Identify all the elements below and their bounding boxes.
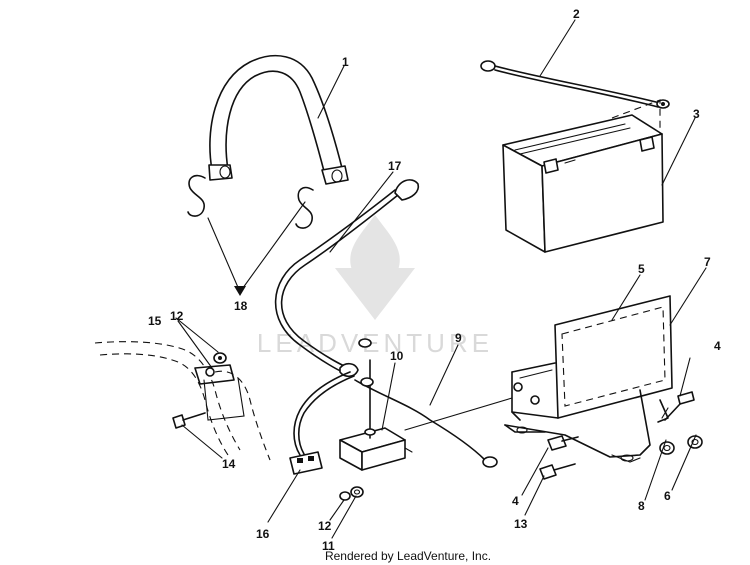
part-bolt-upper — [661, 391, 695, 421]
callout-12-lower: 12 — [318, 519, 332, 533]
part-battery — [502, 99, 664, 253]
leader-arrowheads — [234, 286, 246, 296]
leader-lines — [175, 19, 707, 539]
callout-5: 5 — [638, 262, 645, 276]
part-washer-12-lower — [339, 491, 351, 501]
part-nut-11 — [350, 486, 364, 498]
part-s-hooks — [187, 174, 314, 229]
part-bolt-lower — [547, 435, 579, 451]
part-harness — [289, 371, 498, 475]
callout-7: 7 — [704, 255, 711, 269]
part-screw — [539, 463, 576, 480]
callout-8: 8 — [638, 499, 645, 513]
watermark-v-icon — [335, 268, 415, 320]
callout-4-upper: 4 — [714, 339, 721, 353]
callout-6: 6 — [664, 489, 671, 503]
callout-9: 9 — [455, 331, 462, 345]
footer-caption: Rendered by LeadVenture, Inc. — [325, 549, 491, 563]
callout-2: 2 — [573, 7, 580, 21]
callout-3: 3 — [693, 107, 700, 121]
callout-10: 10 — [390, 349, 404, 363]
callout-12-upper: 12 — [170, 309, 184, 323]
callout-18: 18 — [234, 299, 248, 313]
callout-16: 16 — [256, 527, 270, 541]
part-bolt-14 — [172, 412, 206, 429]
part-battery-cable — [480, 60, 670, 109]
callouts: 1 2 3 4 4 5 6 7 8 9 10 11 12 12 13 14 15… — [148, 7, 721, 553]
callout-17: 17 — [388, 159, 402, 173]
frame-section — [94, 341, 271, 461]
part-washer-8 — [659, 441, 675, 455]
part-washer-12-upper — [213, 352, 227, 364]
callout-11: 11 — [322, 539, 335, 553]
callout-1: 1 — [342, 55, 349, 69]
callout-14: 14 — [222, 457, 236, 471]
callout-13: 13 — [514, 517, 528, 531]
callout-4-lower: 4 — [512, 494, 519, 508]
callout-15: 15 — [148, 314, 162, 328]
part-relay — [339, 338, 413, 471]
part-strap — [208, 54, 349, 185]
part-battery-tray — [504, 295, 673, 463]
